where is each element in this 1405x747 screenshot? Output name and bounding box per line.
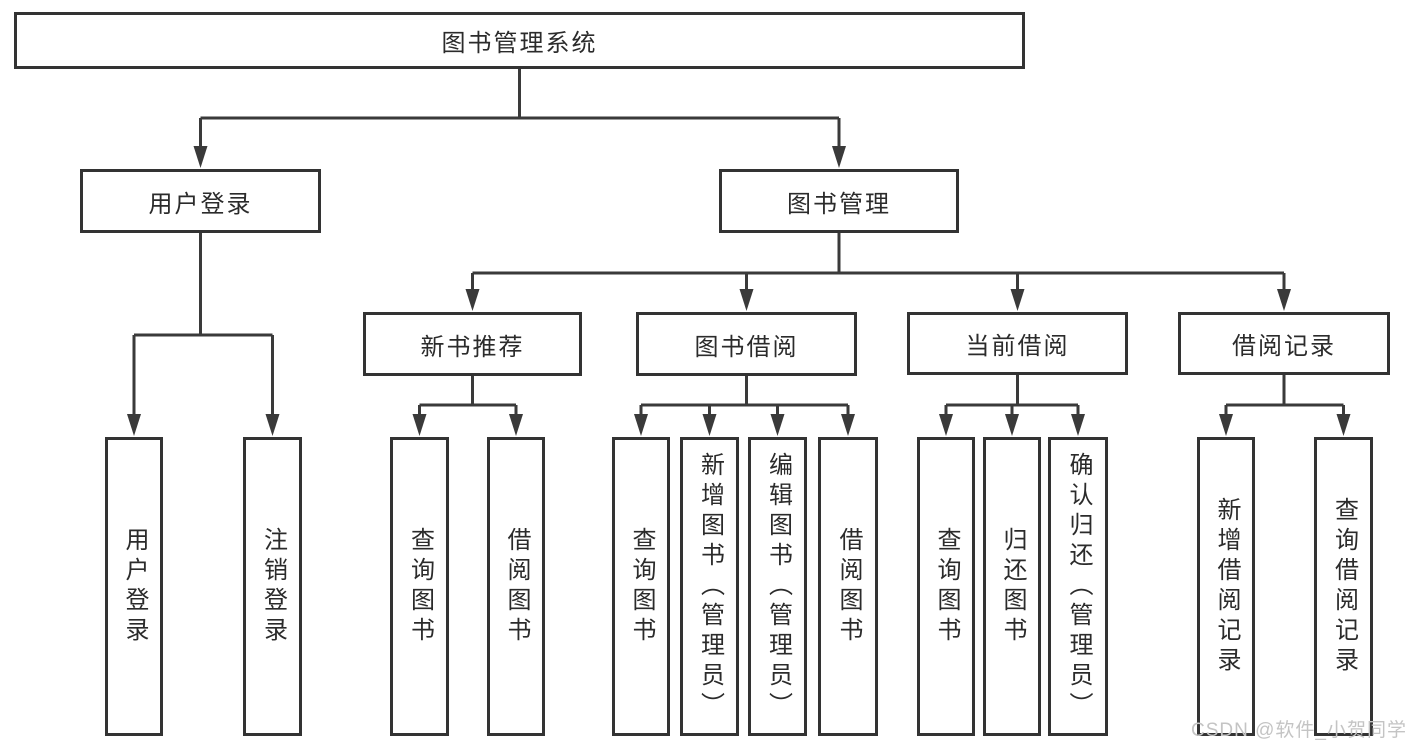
- node-label: 新增图书（管理员）: [696, 451, 724, 722]
- node-label: 图书管理: [787, 190, 891, 218]
- node-label: 用户登录: [121, 526, 148, 647]
- node-label: 用户登录: [148, 190, 253, 218]
- leaf-borrow-books: 借阅图书: [818, 437, 878, 736]
- leaf-query-books-recommend: 查询图书: [390, 437, 449, 736]
- node-label: 新增借阅记录: [1213, 496, 1240, 677]
- node-new-book-recommend: 新书推荐: [363, 312, 582, 376]
- node-book-management: 图书管理: [719, 169, 959, 233]
- leaf-add-book-admin: 新增图书（管理员）: [680, 437, 739, 736]
- node-label: 图书借阅: [694, 333, 799, 361]
- connector-user-login: [127, 233, 280, 436]
- node-label: 查询图书: [933, 526, 960, 647]
- node-current-borrow: 当前借阅: [907, 312, 1128, 375]
- node-label: 借阅图书: [503, 526, 530, 647]
- node-label: 借阅图书: [835, 526, 862, 647]
- leaf-confirm-return-admin: 确认归还（管理员）: [1048, 437, 1108, 736]
- node-label: 归还图书: [999, 526, 1026, 647]
- leaf-user-login: 用户登录: [105, 437, 163, 736]
- leaf-return-book: 归还图书: [983, 437, 1041, 736]
- connector-current-borrow: [939, 375, 1085, 436]
- node-label: 查询借阅记录: [1330, 496, 1358, 677]
- leaf-borrow-books-recommend: 借阅图书: [487, 437, 545, 736]
- connector-root: [193, 69, 846, 168]
- leaf-logout: 注销登录: [243, 437, 302, 736]
- node-label: 当前借阅: [965, 333, 1070, 360]
- leaf-query-borrow-record: 查询借阅记录: [1314, 437, 1373, 736]
- node-label: 查询图书: [406, 526, 434, 647]
- node-label: 确认归还（管理员）: [1065, 451, 1092, 722]
- node-label: 查询图书: [628, 526, 655, 647]
- node-label: 借阅记录: [1232, 333, 1336, 360]
- node-label: 图书管理系统: [441, 30, 598, 57]
- node-user-login: 用户登录: [80, 169, 321, 233]
- connector-book-borrow: [634, 376, 855, 436]
- leaf-query-books-current: 查询图书: [917, 437, 975, 736]
- leaf-query-books-borrow: 查询图书: [612, 437, 670, 736]
- node-label: 注销登录: [259, 526, 287, 647]
- leaf-add-borrow-record: 新增借阅记录: [1197, 437, 1255, 736]
- connector-new-book-recommend: [412, 376, 523, 436]
- node-root-system: 图书管理系统: [14, 12, 1025, 69]
- connector-borrow-records: [1219, 375, 1351, 436]
- node-label: 新书推荐: [420, 333, 525, 361]
- node-book-borrow: 图书借阅: [636, 312, 857, 376]
- leaf-edit-book-admin: 编辑图书（管理员）: [748, 437, 807, 736]
- node-label: 编辑图书（管理员）: [764, 451, 792, 722]
- connector-book-management: [465, 233, 1291, 311]
- node-borrow-records: 借阅记录: [1178, 312, 1390, 375]
- csdn-watermark: CSDN @软件_小贺同学: [1191, 720, 1405, 741]
